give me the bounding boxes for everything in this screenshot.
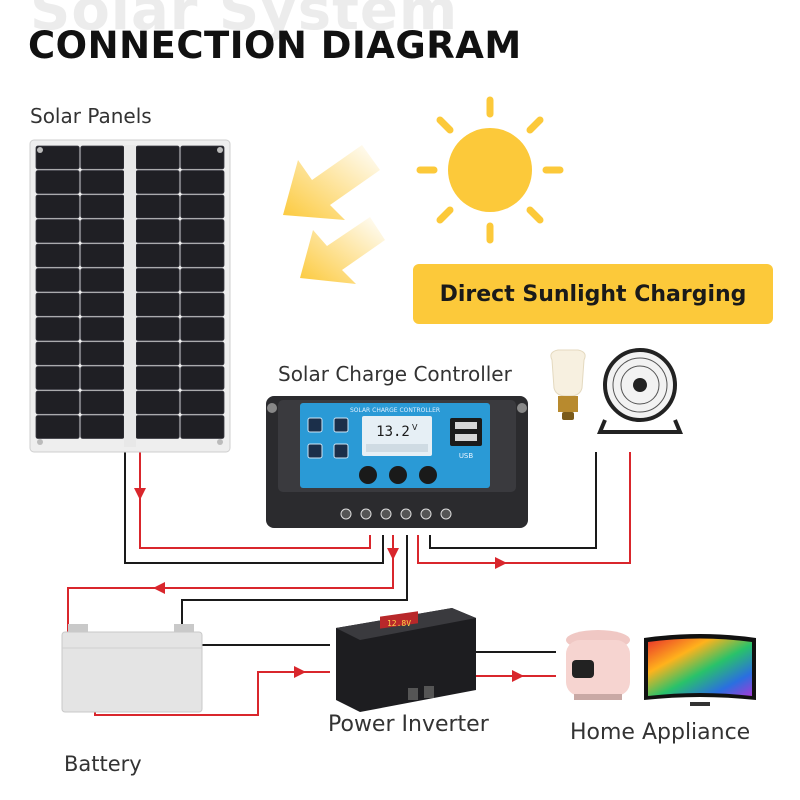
solar-cell [135,415,180,439]
controller-voltage-readout: 13.2 [376,424,410,440]
home-appliance-label: Home Appliance [570,720,751,745]
solar-cell [35,366,80,390]
wire-panel-negative [124,452,384,564]
solar-panel-icon [29,139,231,453]
banner-text: Direct Sunlight Charging [439,281,747,307]
battery-label: Battery [64,752,142,776]
wire-inverter-positive [199,644,330,658]
power-inverter-label: Power Inverter [328,712,489,737]
television-icon [644,634,756,706]
solar-cell [35,292,80,317]
led-bulb-icon [550,349,586,420]
solar-cell [135,366,180,390]
wire-load-positive [417,452,631,564]
solar-cell [135,341,180,366]
power-inverter-icon: 12.8V [336,608,476,712]
solar-cell [135,145,180,170]
solar-cell [135,390,180,415]
solar-cell [180,268,225,292]
solar-panels-label: Solar Panels [30,104,152,128]
solar-cell [135,317,180,341]
rice-cooker-icon [566,630,630,700]
solar-cell [80,341,125,366]
solar-cell [80,390,125,415]
solar-cell [80,194,125,219]
desk-fan-icon [597,348,683,434]
wire-load-negative [429,452,597,549]
solar-cell [80,219,125,243]
solar-cell [35,170,80,194]
direct-sunlight-banner: Direct Sunlight Charging [413,264,773,324]
solar-cell [80,243,125,268]
solar-cell [35,268,80,292]
solar-cell [35,145,80,170]
flow-arrow-icon [495,557,507,569]
solar-cell [80,268,125,292]
controller-screen-title: SOLAR CHARGE CONTROLLER [350,407,440,414]
solar-cell [80,415,125,439]
flow-arrow-icon [294,666,306,678]
solar-cell [135,243,180,268]
solar-cell [35,194,80,219]
solar-cell [80,170,125,194]
charge-controller-icon: SOLAR CHARGE CONTROLLER 13.2 V USB [266,396,528,528]
solar-cell [180,390,225,415]
wire-battery-positive [67,535,394,632]
solar-cell [80,317,125,341]
solar-cell [135,170,180,194]
solar-cell [35,219,80,243]
solar-cell [135,292,180,317]
flow-arrow-icon [512,670,524,682]
solar-cell [35,341,80,366]
controller-voltage-unit: V [412,423,418,432]
flow-arrows [134,488,524,682]
inverter-display: 12.8V [387,619,411,628]
solar-cell [80,292,125,317]
solar-cell [180,219,225,243]
sun-icon [416,96,564,244]
solar-cell [180,145,225,170]
sunlight-arrow-icon [300,217,385,284]
solar-cell [180,194,225,219]
solar-cell [80,366,125,390]
solar-cell [180,292,225,317]
solar-cell [35,317,80,341]
solar-cell [135,219,180,243]
sunlight-arrow-icon [283,145,380,220]
solar-cell [135,268,180,292]
solar-cell [80,145,125,170]
flow-arrow-icon [134,488,146,500]
solar-cell [180,415,225,439]
controller-usb-label: USB [459,452,474,460]
solar-cell [180,243,225,268]
solar-cell [35,390,80,415]
solar-cell [135,194,180,219]
solar-cell [35,243,80,268]
wire-battery-negative [181,535,408,632]
solar-cell [180,366,225,390]
solar-cell [180,317,225,341]
solar-cell [180,170,225,194]
charge-controller-label: Solar Charge Controller [278,362,512,386]
page-title: CONNECTION DIAGRAM [28,24,522,67]
background-watermark: Solar System [30,0,459,43]
solar-cell [35,415,80,439]
battery-icon [61,624,203,713]
solar-cell [180,341,225,366]
flow-arrow-icon [387,548,399,560]
flow-arrow-icon [153,582,165,594]
